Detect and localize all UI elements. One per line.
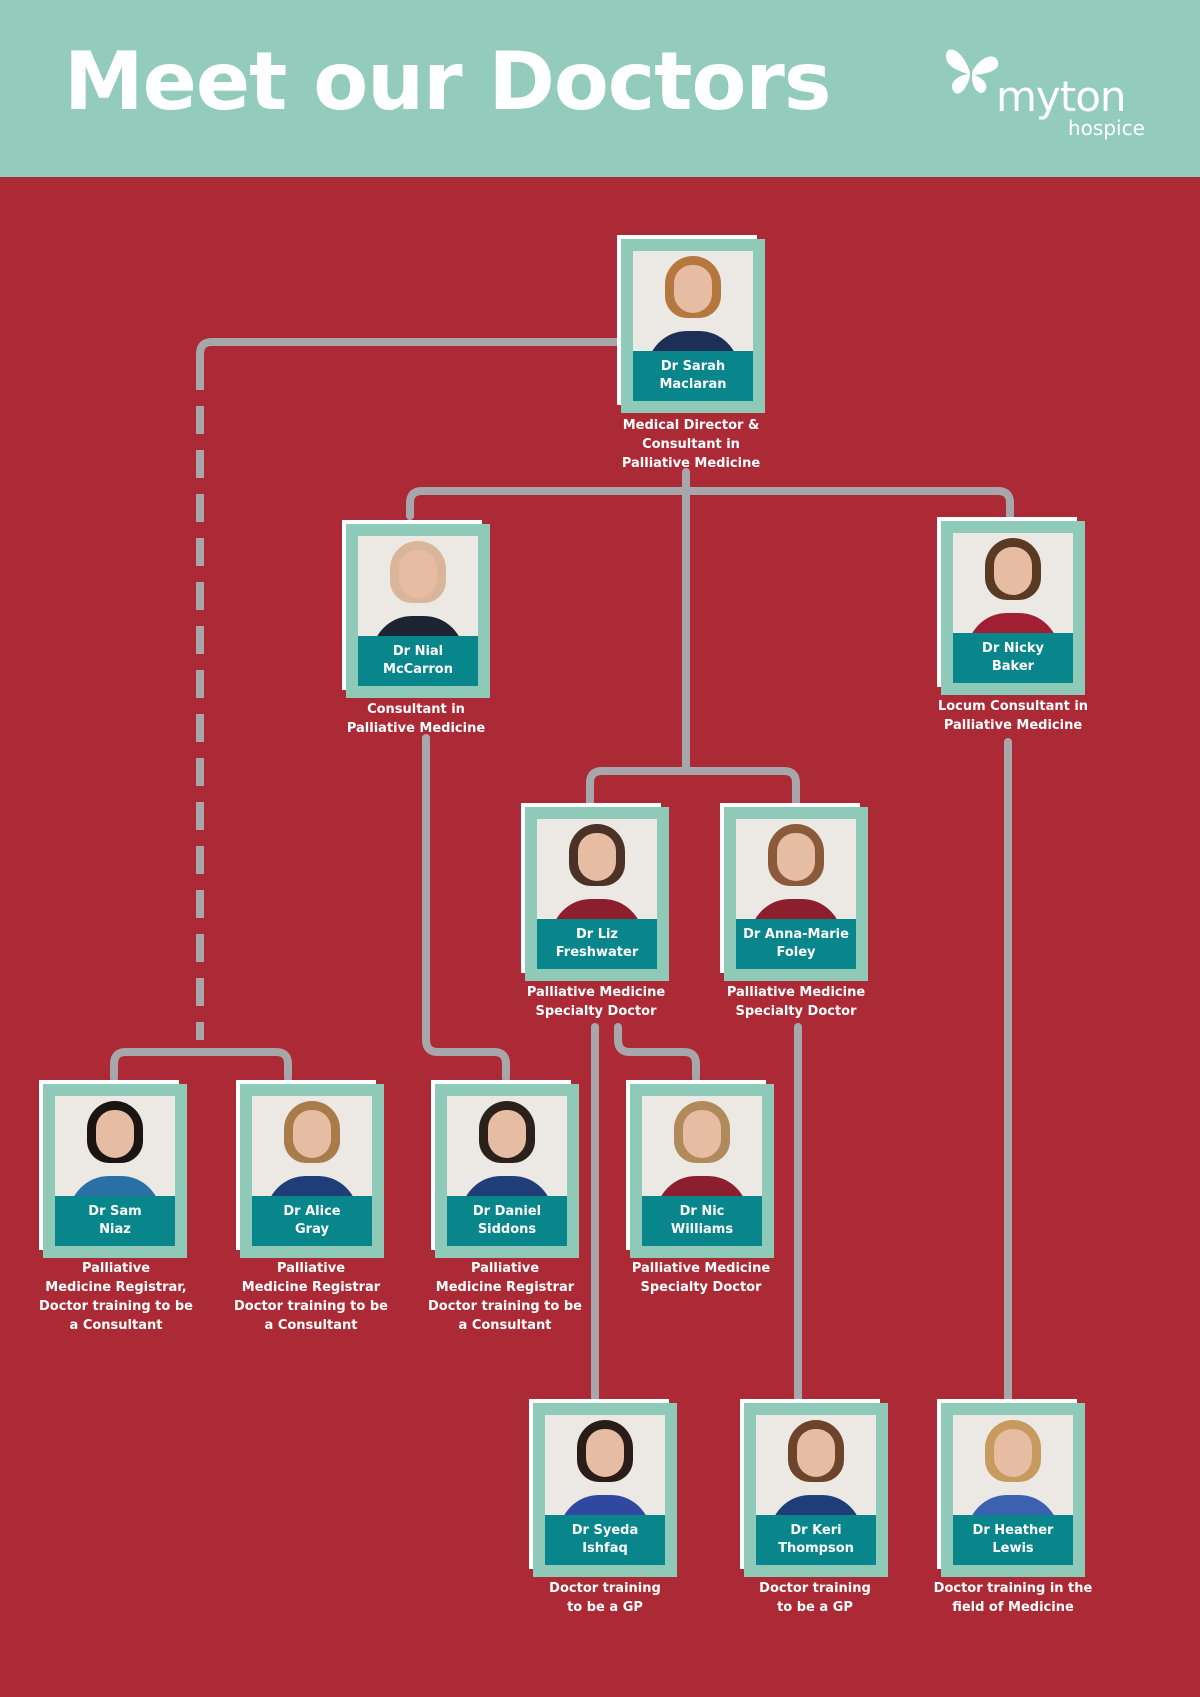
doctor-name: Dr Heather Lewis <box>953 1515 1073 1565</box>
doctor-name: Dr Liz Freshwater <box>537 919 657 969</box>
doctor-card: Dr Nicky Baker <box>937 517 1085 695</box>
doctor-photo <box>736 819 856 919</box>
doctor-name: Dr Nicky Baker <box>953 633 1073 683</box>
doctor-photo <box>55 1096 175 1196</box>
doctor-photo <box>756 1415 876 1515</box>
doctor-photo <box>953 533 1073 633</box>
doctor-name: Dr Sam Niaz <box>55 1196 175 1246</box>
header-banner: Meet our Doctors myton hospice <box>0 0 1200 177</box>
page-title: Meet our Doctors <box>64 35 831 128</box>
doctor-name: Dr Daniel Siddons <box>447 1196 567 1246</box>
doctor-role: Palliative Medicine Specialty Doctor <box>726 985 866 1019</box>
doctor-photo <box>447 1096 567 1196</box>
logo-name: myton <box>996 72 1127 121</box>
logo-subtitle: hospice <box>1068 116 1145 140</box>
doctor-card: Dr Anna-Marie Foley <box>720 803 868 981</box>
doctor-role: Palliative Medicine Registrar, Doctor tr… <box>39 1261 193 1333</box>
doctor-name: Dr Nic Williams <box>642 1196 762 1246</box>
connector-consultants-bar <box>406 487 1014 520</box>
myton-hospice-logo: myton hospice <box>940 40 1145 150</box>
doctor-card: Dr Liz Freshwater <box>521 803 669 981</box>
doctor-photo <box>642 1096 762 1196</box>
doctor-name: Dr Sarah Maclaran <box>633 351 753 401</box>
doctor-role: Doctor training to be a GP <box>759 1581 871 1615</box>
doctor-name: Dr Nial McCarron <box>358 636 478 686</box>
doctor-photo <box>537 819 657 919</box>
doctor-photo <box>953 1415 1073 1515</box>
doctor-card: Dr Sarah Maclaran <box>617 235 765 413</box>
doctor-role: Palliative Medicine Registrar Doctor tra… <box>428 1261 582 1333</box>
doctor-card: Dr Alice Gray <box>236 1080 384 1258</box>
doctor-card: Dr Nic Williams <box>626 1080 774 1258</box>
connector-nial-to-daniel <box>422 734 510 1082</box>
doctor-photo <box>252 1096 372 1196</box>
doctor-photo <box>633 251 753 351</box>
doctor-photo <box>358 536 478 636</box>
doctor-name: Dr Syeda Ishfaq <box>545 1515 665 1565</box>
doctor-name: Dr Keri Thompson <box>756 1515 876 1565</box>
doctor-card: Dr Heather Lewis <box>937 1399 1085 1577</box>
doctor-card: Dr Sam Niaz <box>39 1080 187 1258</box>
doctor-card: Dr Daniel Siddons <box>431 1080 579 1258</box>
connector-registrars-split <box>110 1048 292 1082</box>
doctor-name: Dr Anna-Marie Foley <box>736 919 856 969</box>
doctor-role: Palliative Medicine Specialty Doctor <box>526 985 666 1019</box>
doctor-role: Medical Director & Consultant in Palliat… <box>621 418 761 471</box>
connector-director-to-registrars <box>196 338 622 366</box>
doctor-role: Palliative Medicine Registrar Doctor tra… <box>234 1261 388 1333</box>
doctor-role: Locum Consultant in Palliative Medicine <box>937 699 1089 733</box>
doctor-role: Doctor training to be a GP <box>549 1581 661 1615</box>
doctor-card: Dr Nial McCarron <box>342 520 490 698</box>
doctor-role: Palliative Medicine Specialty Doctor <box>631 1261 771 1295</box>
connector-specialty-split <box>586 767 800 806</box>
butterfly-icon <box>946 49 999 94</box>
doctor-role: Consultant in Palliative Medicine <box>346 702 486 736</box>
doctor-card: Dr Syeda Ishfaq <box>529 1399 677 1577</box>
doctor-photo <box>545 1415 665 1515</box>
doctor-card: Dr Keri Thompson <box>740 1399 888 1577</box>
connector-liz-to-nic <box>614 1023 700 1082</box>
doctor-role: Doctor training in the field of Medicine <box>933 1581 1093 1615</box>
doctor-name: Dr Alice Gray <box>252 1196 372 1246</box>
